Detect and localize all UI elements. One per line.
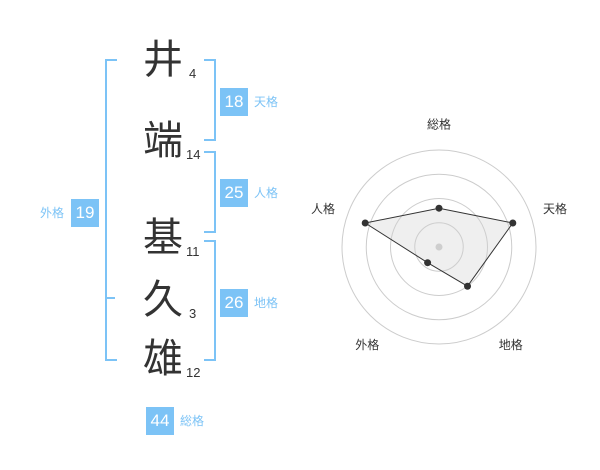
gaikaku-bracket-tick bbox=[105, 297, 115, 299]
stroke-count-5: 12 bbox=[186, 365, 201, 380]
jinkaku-label: 人格 bbox=[254, 186, 279, 200]
radar-axis-label-2: 天格 bbox=[543, 201, 567, 216]
radar-point-1 bbox=[435, 204, 443, 212]
radar-ring bbox=[390, 198, 488, 296]
gaikaku-value: 19 bbox=[71, 199, 99, 227]
name-char-1: 井 bbox=[143, 37, 183, 83]
chikaku-value: 26 bbox=[220, 289, 248, 317]
radar-ring bbox=[365, 173, 513, 321]
radar-axis-label-3: 地格 bbox=[499, 337, 523, 352]
radar-polygon bbox=[363, 207, 514, 287]
soukaku-value: 44 bbox=[146, 407, 174, 435]
radar-axis-label-4: 外格 bbox=[355, 337, 379, 352]
radar-point-3 bbox=[464, 282, 472, 290]
stroke-count-2: 14 bbox=[186, 147, 201, 162]
tenkaku-label: 天格 bbox=[254, 95, 279, 109]
radar-point-2 bbox=[509, 219, 517, 227]
soukaku-label: 総格 bbox=[180, 414, 205, 428]
radar-axis-label-1: 総格 bbox=[427, 117, 451, 132]
tenkaku-bracket bbox=[204, 59, 216, 141]
chikaku-label: 地格 bbox=[254, 296, 279, 310]
radar-center-dot bbox=[435, 243, 443, 251]
chikaku-bracket bbox=[204, 240, 216, 361]
radar-ring bbox=[414, 222, 464, 272]
radar-point-4 bbox=[424, 259, 432, 267]
name-char-2: 端 bbox=[143, 118, 183, 164]
jinkaku-bracket bbox=[204, 151, 216, 233]
name-char-4: 久 bbox=[143, 277, 183, 323]
stroke-count-3: 11 bbox=[186, 244, 200, 259]
gaikaku-label: 外格 bbox=[40, 206, 65, 220]
name-char-5: 雄 bbox=[143, 336, 183, 382]
name-char-3: 基 bbox=[143, 215, 183, 261]
gaikaku-bracket bbox=[105, 59, 117, 361]
stroke-count-4: 3 bbox=[189, 306, 197, 321]
tenkaku-value: 18 bbox=[220, 88, 248, 116]
radar-ring bbox=[341, 149, 537, 345]
radar-point-5 bbox=[361, 219, 369, 227]
jinkaku-value: 25 bbox=[220, 179, 248, 207]
radar-axis-label-5: 人格 bbox=[311, 201, 335, 216]
stroke-count-1: 4 bbox=[189, 66, 197, 81]
